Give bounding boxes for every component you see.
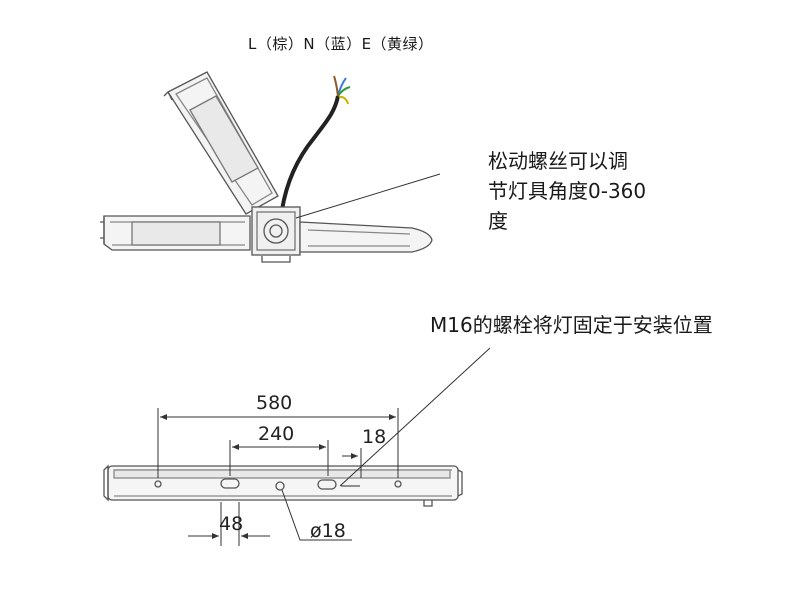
- dimension-lines: [157, 347, 491, 546]
- mount-hole-right: [394, 480, 402, 488]
- angle-adjust-note-line3: 度: [488, 209, 508, 233]
- mounting-bolt-note: M16的螺栓将灯固定于安装位置: [430, 313, 713, 337]
- angle-adjust-note-line2: 节灯具角度0-360: [488, 179, 647, 203]
- pivot-driver-box: [251, 206, 301, 263]
- angle-adjust-note: 松动螺丝可以调 节灯具角度0-360 度: [488, 146, 688, 236]
- dim-slot: 18: [362, 426, 386, 448]
- dim-overall: 580: [256, 392, 292, 414]
- power-cable: [280, 95, 340, 211]
- dim-inner: 240: [258, 423, 294, 445]
- mount-slot-right: [317, 479, 337, 490]
- mount-slot-left: [220, 478, 240, 489]
- center-hole: [275, 481, 285, 491]
- wire-color-label: L（棕）N（蓝）E（黄绿）: [248, 35, 434, 53]
- bottom-view-luminaire: [103, 464, 463, 507]
- dim-hole-diameter: ø18: [310, 520, 346, 542]
- tilted-bracket-arm: [163, 71, 279, 215]
- rear-housing: [100, 215, 251, 251]
- side-view-luminaire: [100, 71, 441, 263]
- adjust-leader-line: [295, 173, 441, 219]
- lamp-head: [299, 221, 433, 253]
- mount-hole-left: [154, 480, 162, 488]
- angle-adjust-note-line1: 松动螺丝可以调: [488, 149, 628, 173]
- dim-offset: 48: [219, 513, 243, 535]
